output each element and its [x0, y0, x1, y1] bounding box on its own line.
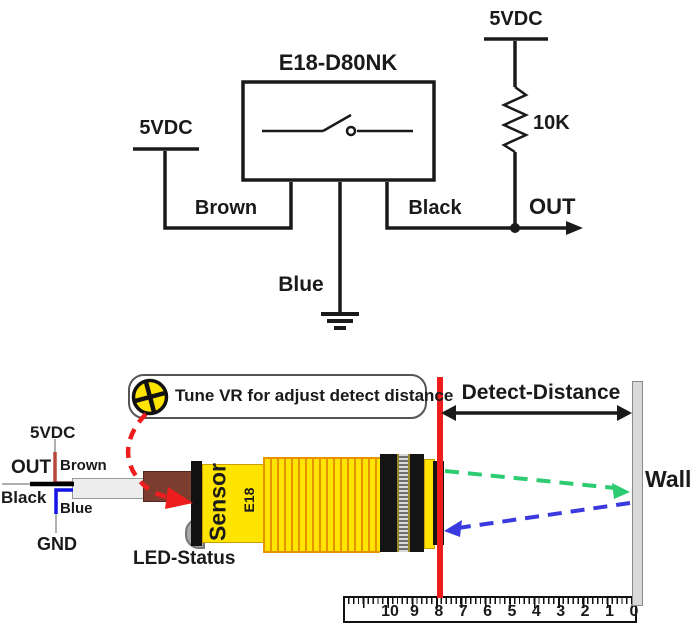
sensor-black-ring-rear [380, 454, 397, 552]
detect-arrowhead-left-icon [441, 405, 456, 421]
resistor-10k [500, 85, 530, 154]
wall-label: Wall [645, 466, 692, 492]
ruler-number: 4 [531, 602, 541, 620]
sensor-body [202, 464, 265, 543]
junction-dot [510, 223, 520, 233]
ground-icon [321, 312, 359, 330]
ruler-number: 10 [381, 602, 399, 620]
schematic-title: E18-D80NK [278, 50, 398, 75]
ruler-numbers: 10 9 8 7 6 5 4 3 2 1 0 [378, 603, 646, 621]
supply-right-label: 5VDC [489, 8, 543, 30]
sensor-back-cap [191, 461, 202, 546]
pin-label-gnd: GND [37, 534, 77, 554]
ruler-number: 1 [605, 602, 614, 620]
distance-ruler: 10 9 8 7 6 5 4 3 2 1 0 [343, 596, 638, 623]
blue-wire-label: Blue [278, 273, 324, 296]
pin-label-out: OUT [11, 457, 52, 478]
pin-label-vcc: 5VDC [30, 423, 76, 442]
ruler-number: 7 [458, 602, 468, 620]
callout-bubble [128, 374, 427, 419]
ruler-major-ticks [362, 598, 636, 608]
sensor-ribbed-barrel [263, 457, 380, 553]
reflected-beam-arrowhead-icon [444, 520, 462, 537]
sensor-model-text: E18 [241, 487, 257, 513]
callout-text: Tune VR for adjust detect distance [175, 386, 454, 405]
emitted-beam [444, 469, 616, 490]
switch-pole [345, 125, 357, 137]
out-arrowhead-icon [566, 221, 583, 235]
led-status-label: LED-Status [133, 548, 236, 569]
ruler-number: 9 [409, 602, 419, 620]
emitted-beam-arrowhead-icon [612, 483, 630, 499]
ruler-number: 5 [507, 602, 517, 620]
sensor-body-text: Sensor [204, 463, 231, 541]
cable-connector [143, 471, 194, 502]
ruler-number: 0 [629, 602, 639, 620]
black-wire-label: Black [408, 197, 462, 219]
pin-label-blue: Blue [60, 500, 93, 517]
pin-label-brown: Brown [60, 457, 107, 474]
detect-arrowhead-right-icon [617, 405, 632, 421]
detect-distance-label: Detect-Distance [461, 381, 621, 404]
ruler-number: 8 [434, 602, 444, 620]
switch-lever [322, 113, 352, 133]
sensor-cable [72, 478, 145, 499]
sensor-schematic-box [241, 80, 436, 182]
ruler-number: 3 [556, 602, 566, 620]
pin-label-black: Black [1, 488, 47, 507]
ruler-number: 6 [483, 602, 493, 620]
reflected-beam [457, 501, 631, 530]
sensor-black-ring-front [410, 454, 424, 552]
sensor-thread-ring [397, 454, 410, 552]
supply-left-label: 5VDC [139, 117, 193, 139]
detection-reference-line [437, 377, 443, 598]
brown-wire-label: Brown [194, 197, 258, 219]
out-label: OUT [529, 194, 576, 219]
resistor-label: 10K [533, 112, 570, 134]
wall-bar [632, 381, 643, 606]
ruler-number: 2 [580, 602, 590, 620]
